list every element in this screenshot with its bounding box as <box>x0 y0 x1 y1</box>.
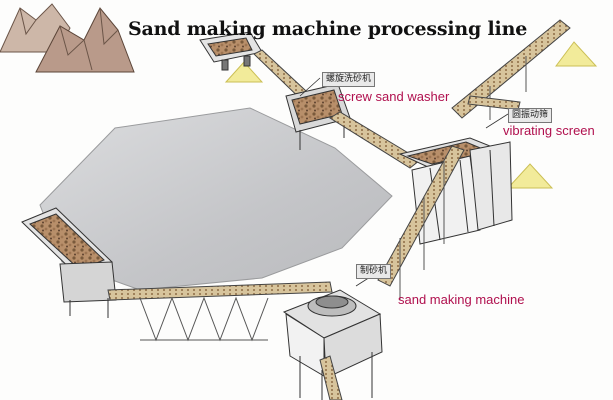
sand-pile-top-right <box>555 41 598 67</box>
sand-making-machine <box>282 289 383 400</box>
rock-mountain-illustration <box>0 3 135 73</box>
label-maker-chinese: 制砂机 <box>356 264 392 279</box>
conveyor-support-truss <box>139 296 269 342</box>
conveyor-left-to-maker <box>107 281 333 301</box>
conveyor-bottom <box>319 355 343 400</box>
label-washer-chinese: 螺旋洗砂机 <box>322 72 376 87</box>
sand-pile-top-left <box>224 61 264 83</box>
label-sand-making-machine: sand making machine <box>398 292 525 307</box>
feeder-hopper-top <box>199 31 263 71</box>
label-vibrating-screen: vibrating screen <box>503 123 595 138</box>
sand-pile-right <box>506 163 554 189</box>
conveyor-top-right <box>451 19 571 119</box>
label-screen-chinese: 圆振动筛 <box>508 108 553 123</box>
label-screw-sand-washer: screw sand washer <box>338 89 450 104</box>
diagram-title: Sand making machine processing line <box>128 18 528 40</box>
feeder-hopper-left <box>21 207 117 318</box>
